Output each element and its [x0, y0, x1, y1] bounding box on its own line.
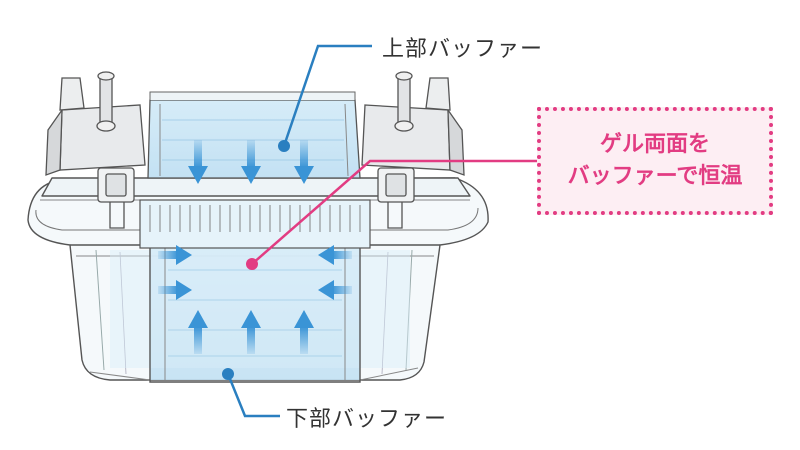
lower-buffer-leader: [222, 368, 280, 418]
flow-arrow-right-1: [158, 245, 192, 265]
flow-arrow-down-2: [241, 140, 261, 184]
lower-buffer-label: 下部バッファー: [286, 407, 448, 432]
right-clamp-block: [361, 71, 465, 229]
flow-arrow-down-1: [188, 140, 208, 184]
callout-line-2: バッファーで恒温: [567, 164, 743, 189]
upper-buffer-leader: [278, 44, 372, 152]
flow-arrow-up-2: [241, 310, 261, 354]
upper-buffer-label: 上部バッファー: [382, 37, 544, 62]
flow-arrow-right-2: [158, 280, 192, 300]
flow-arrow-up-1: [188, 310, 208, 354]
flow-arrow-down-3: [294, 140, 314, 184]
gel-cassette: [139, 199, 371, 249]
flow-arrow-left-1: [318, 245, 352, 265]
left-clamp-block: [45, 71, 146, 229]
lower-buffer-region: [110, 245, 410, 383]
flow-arrow-up-3: [294, 310, 314, 354]
gel-temperature-callout: ゲル両面を バッファーで恒温: [537, 107, 773, 215]
flow-arrow-left-2: [318, 280, 352, 300]
gel-callout-leader: [246, 159, 537, 270]
callout-line-1: ゲル両面を: [599, 132, 710, 157]
